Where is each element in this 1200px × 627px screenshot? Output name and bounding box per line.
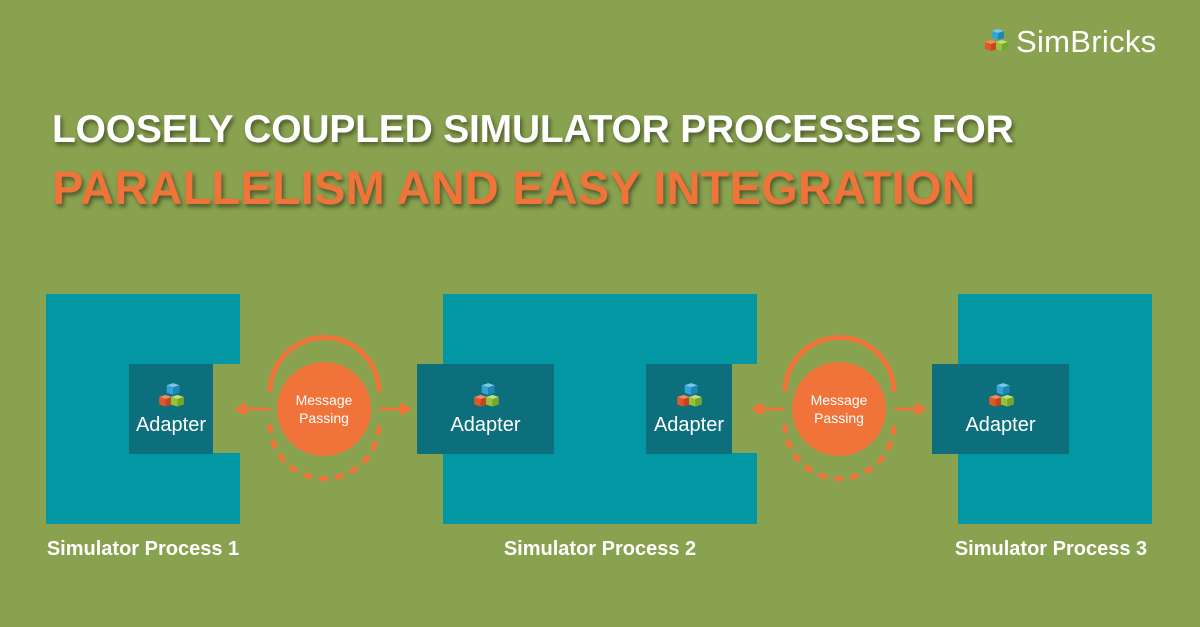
simulator-process-2-box xyxy=(443,294,757,524)
adapter-process-3: Adapter xyxy=(932,364,1069,454)
message-passing-2: Message Passing xyxy=(792,362,886,456)
title-line-2: PARALLELISM AND EASY INTEGRATION xyxy=(52,161,976,214)
message-passing-1-arrows xyxy=(234,402,412,416)
simulator-process-1-label: Simulator Process 1 xyxy=(46,538,240,560)
cubes-icon xyxy=(473,382,499,407)
adapter-label: Adapter xyxy=(450,413,521,436)
message-passing-1: Message Passing xyxy=(277,362,371,456)
adapter-process-1: Adapter xyxy=(129,364,213,454)
simulator-process-2-label: Simulator Process 2 xyxy=(503,538,697,560)
brand-name: SimBricks xyxy=(1016,24,1157,59)
message-passing-line2: Passing xyxy=(299,410,349,426)
message-passing-2-ring xyxy=(782,335,897,481)
adapter-process-2-left: Adapter xyxy=(417,364,554,454)
adapter-label: Adapter xyxy=(135,413,207,436)
message-passing-1-ring xyxy=(267,335,382,481)
brand-logo: SimBricks xyxy=(982,24,1156,60)
simulator-process-3-label: Simulator Process 3 xyxy=(954,538,1148,560)
adapter-process-2-right: Adapter xyxy=(646,364,732,454)
message-passing-2-arrows xyxy=(751,402,927,416)
message-passing-line2: Passing xyxy=(814,410,864,426)
title-line-1: LOOSELY COUPLED SIMULATOR PROCESSES FOR xyxy=(52,108,1014,151)
cubes-icon xyxy=(159,382,184,407)
adapter-label: Adapter xyxy=(965,413,1036,436)
message-passing-line1: Message xyxy=(810,392,868,408)
adapter-label: Adapter xyxy=(653,413,725,436)
cubes-icon xyxy=(677,382,702,407)
cubes-logo-icon xyxy=(985,29,1008,51)
cubes-icon xyxy=(988,382,1014,407)
message-passing-line1: Message xyxy=(295,392,353,408)
